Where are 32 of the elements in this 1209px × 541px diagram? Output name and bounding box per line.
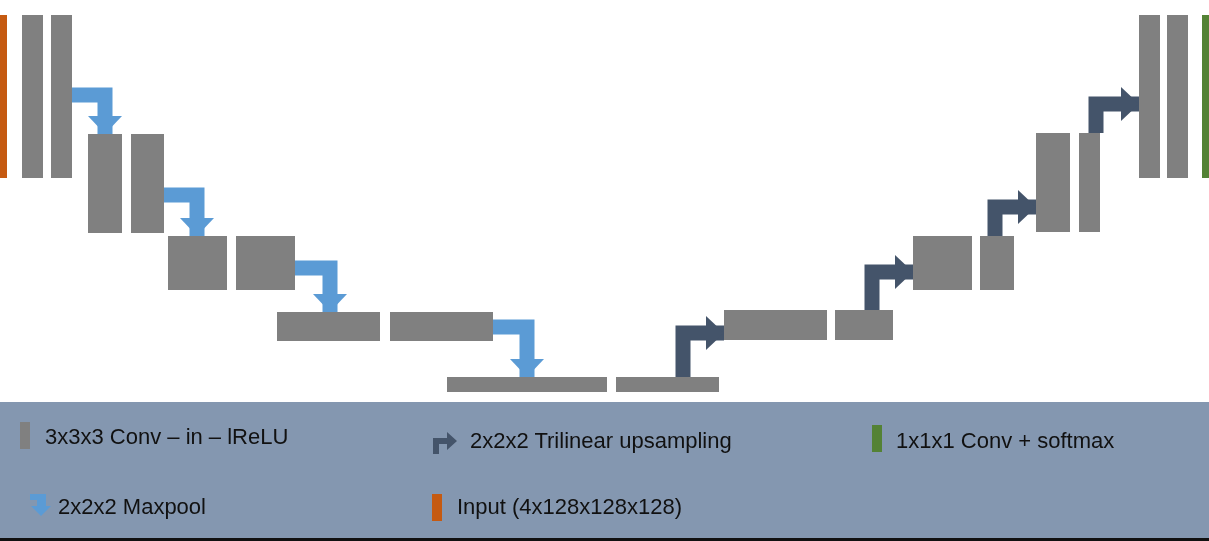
feature-map-bar	[1167, 15, 1188, 178]
legend-label: 3x3x3 Conv – in – lReLU	[45, 424, 289, 450]
output-bar	[1202, 15, 1209, 178]
arrow	[72, 87, 122, 134]
feature-map-bar	[1079, 133, 1100, 232]
feature-map-bar	[390, 312, 493, 341]
legend-label: Input (4x128x128x128)	[457, 494, 683, 520]
legend-label: 2x2x2 Trilinear upsampling	[470, 428, 732, 454]
input-bar	[0, 15, 7, 178]
feature-map-bar	[277, 312, 380, 341]
arrow	[1088, 87, 1139, 133]
arrow	[675, 316, 724, 377]
feature-map-bar	[88, 134, 122, 233]
legend-label: 1x1x1 Conv + softmax	[896, 428, 1115, 454]
feature-map-bar	[724, 310, 827, 340]
feature-map-bar	[236, 236, 295, 290]
feature-map-bar	[835, 310, 893, 340]
arrow	[164, 187, 214, 236]
feature-map-bar	[168, 236, 227, 290]
feature-map-bar	[616, 377, 719, 392]
feature-map-bar	[1139, 15, 1160, 178]
feature-map-bar	[51, 15, 72, 178]
arrow	[987, 190, 1036, 236]
arrow	[295, 260, 347, 312]
feature-map-bar	[22, 15, 43, 178]
feature-map-bar	[131, 134, 164, 233]
feature-map-bar	[980, 236, 1014, 290]
feature-map-bar	[447, 377, 607, 392]
feature-map-bar	[913, 236, 972, 290]
legend-label: 2x2x2 Maxpool	[58, 494, 206, 520]
arrow	[493, 319, 544, 377]
feature-map-bar	[1036, 133, 1070, 232]
